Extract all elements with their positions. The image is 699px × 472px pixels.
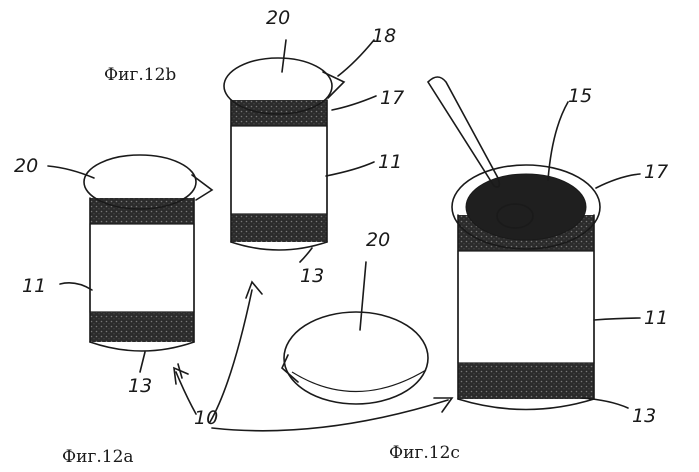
detached-lid-fig12c (282, 312, 428, 404)
numeral-13-fig12b: 13 (300, 265, 324, 287)
numeral-11-fig12b: 11 (378, 151, 402, 173)
caption-fig12a: Фиг.12a (62, 447, 134, 467)
numeral-17-fig12b: 17 (380, 87, 404, 109)
cup-label (458, 251, 594, 363)
bottom-band (231, 214, 327, 242)
cup-fig12a (84, 155, 212, 351)
bottom-band (90, 312, 194, 342)
cup-label (231, 126, 327, 214)
numeral-17-fig12c: 17 (644, 161, 668, 183)
arrow-to-fig12a (176, 372, 196, 414)
caption-fig12c: Фиг.12c (389, 443, 460, 463)
numeral-11-fig12a: 11 (22, 275, 46, 297)
cup-base (458, 399, 594, 410)
numeral-13-fig12a: 13 (128, 375, 152, 397)
top-band (231, 100, 327, 126)
caption-fig12b: Фиг.12b (104, 65, 176, 85)
numeral-20-fig12a: 20 (14, 155, 38, 177)
arrow-to-fig12b (210, 290, 252, 422)
numeral-11-fig12c: 11 (644, 307, 668, 329)
arrow-to-fig12c (212, 400, 448, 431)
numeral-13-fig12c: 13 (632, 405, 656, 427)
lid-tab-18 (323, 72, 344, 98)
cup-label (90, 224, 194, 312)
cup-base (90, 342, 194, 351)
numeral-15-fig12c: 15 (568, 85, 592, 107)
lid-20 (284, 312, 428, 404)
numeral-18-fig12b: 18 (372, 25, 396, 47)
cup-fig12c (428, 77, 600, 410)
numeral-20-fig12b: 20 (266, 7, 290, 29)
numeral-20-lid: 20 (366, 229, 390, 251)
cup-fig12b (224, 58, 344, 250)
cup-base (231, 242, 327, 250)
numeral-10: 10 (194, 407, 218, 429)
bottom-band (458, 363, 594, 399)
